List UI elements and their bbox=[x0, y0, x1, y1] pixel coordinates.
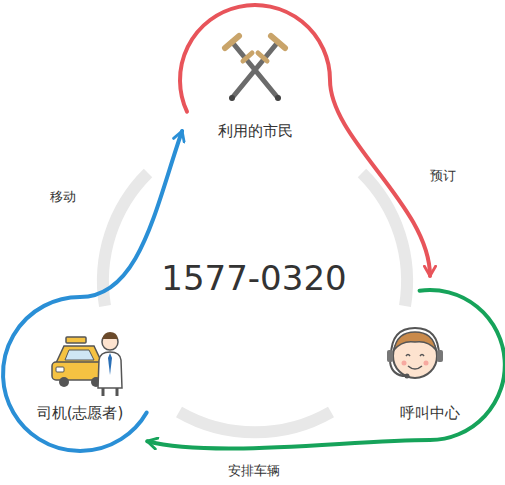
edge-label: 预订 bbox=[428, 167, 458, 185]
citizen-node: 利用的市民 bbox=[180, 5, 330, 155]
phone-number: 1577-0320 bbox=[161, 258, 346, 298]
ring-arc bbox=[179, 412, 331, 432]
node-label: 呼叫中心 bbox=[355, 403, 505, 423]
edge-label: 移动 bbox=[48, 188, 78, 206]
operator-icon bbox=[387, 328, 443, 379]
call-center-node: 呼叫中心 bbox=[355, 290, 505, 440]
crutches-icon bbox=[225, 36, 285, 101]
driver-node: 司机(志愿者) bbox=[3, 297, 157, 451]
node-label: 利用的市民 bbox=[180, 121, 330, 141]
flow-arrow bbox=[180, 5, 430, 276]
edge-label: 安排车辆 bbox=[226, 462, 282, 480]
flow-arrow bbox=[3, 131, 182, 451]
ring-arc bbox=[362, 173, 407, 306]
flow-arrow bbox=[147, 290, 505, 448]
taxi-driver-icon bbox=[52, 332, 122, 396]
node-label: 司机(志愿者) bbox=[3, 403, 157, 423]
